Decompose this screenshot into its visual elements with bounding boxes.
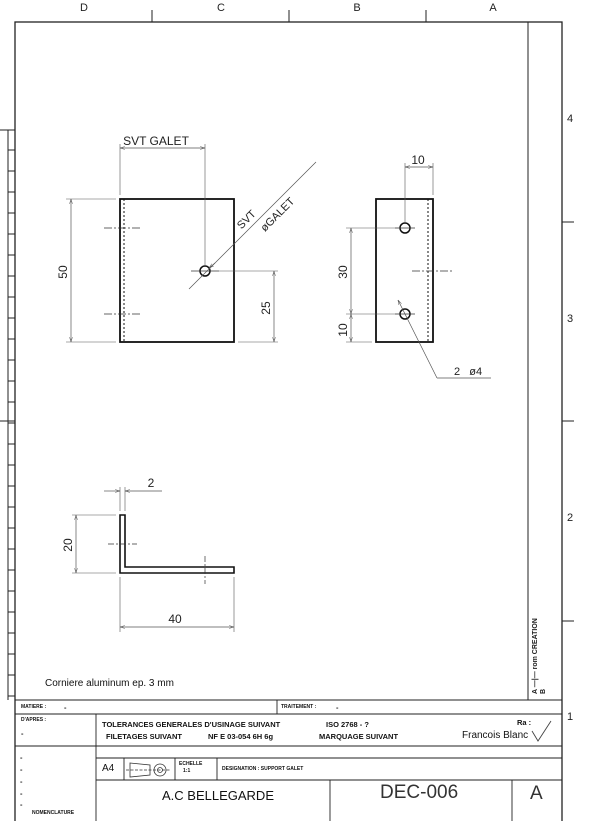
author-name: Francois Blanc: [462, 730, 529, 741]
dimension-spacing-30: 30: [336, 265, 350, 279]
drawing-number: DEC-006: [380, 782, 459, 803]
format-label: A4: [102, 763, 115, 774]
traitement-label: TRAITEMENT :: [281, 704, 317, 710]
row-label-2: 2: [567, 512, 573, 524]
dimension-svt: SVT: [235, 208, 259, 232]
iso-text: ISO 2768 - ?: [326, 720, 369, 729]
revision-strip: A —|— rom CREATION B: [532, 618, 547, 694]
dapres-label: D'APRES :: [21, 717, 47, 723]
column-label-c: C: [217, 2, 225, 14]
nomenclature-dash-5: -: [20, 800, 23, 809]
dimension-hole-25: 25: [259, 301, 273, 315]
matiere-value: -: [64, 703, 67, 712]
designation-text: DESIGNATION : SUPPORT GALET: [222, 766, 304, 772]
column-label-d: D: [80, 2, 88, 14]
marquage-text: MARQUAGE SUIVANT: [319, 732, 399, 741]
dimension-diameter-galet: øGALET: [259, 195, 298, 234]
title-block-grid: [15, 700, 562, 821]
projection-symbol-icon: [126, 762, 170, 778]
echelle-value: 1:1: [183, 768, 191, 774]
filetages-text: FILETAGES SUIVANT: [106, 732, 182, 741]
front-view: [66, 144, 317, 343]
nomenclature-label: NOMENCLATURE: [32, 810, 75, 816]
revision-letter: A: [530, 783, 543, 804]
nfe-text: NF E 03-054 6H 6g: [208, 732, 274, 741]
section-view: [72, 487, 235, 632]
drawing-frame: [0, 10, 574, 821]
nomenclature-dash-2: -: [20, 765, 23, 774]
dimension-flange-20: 20: [61, 538, 75, 552]
column-label-b: B: [353, 2, 360, 14]
company-name: A.C BELLEGARDE: [162, 788, 274, 803]
matiere-label: MATIERE :: [21, 704, 47, 710]
echelle-label: ECHELLE: [179, 761, 203, 767]
dimension-height-50: 50: [56, 265, 70, 279]
dimension-width-10: 10: [411, 153, 425, 167]
row-label-3: 3: [567, 313, 573, 325]
roughness-symbol-icon: [531, 720, 552, 742]
revision-line-b: B: [540, 689, 547, 694]
row-label-4: 4: [567, 113, 573, 125]
material-note: Corniere aluminum ep. 3 mm: [45, 678, 174, 689]
tolerances-text: TOLERANCES GENERALES D'USINAGE SUIVANT: [102, 720, 281, 729]
dimension-edge-10: 10: [336, 323, 350, 337]
dimension-thickness-2: 2: [148, 476, 155, 490]
column-label-a: A: [489, 2, 497, 14]
nomenclature-dash-3: -: [20, 777, 23, 786]
nomenclature-dash-4: -: [20, 789, 23, 798]
dimension-holes: 2 ø4: [454, 366, 482, 378]
traitement-value: -: [336, 703, 339, 712]
dapres-value: -: [21, 729, 24, 738]
ra-label: Ra :: [517, 718, 532, 727]
revision-line-a: A —|— rom CREATION: [532, 618, 539, 694]
dimension-svt-galet: SVT GALET: [123, 134, 189, 148]
side-view: [346, 163, 491, 379]
left-ruler-ticks: [8, 149, 15, 697]
dimension-length-40: 40: [168, 612, 182, 626]
row-label-1: 1: [567, 711, 573, 723]
nomenclature-dash-1: -: [20, 753, 23, 762]
